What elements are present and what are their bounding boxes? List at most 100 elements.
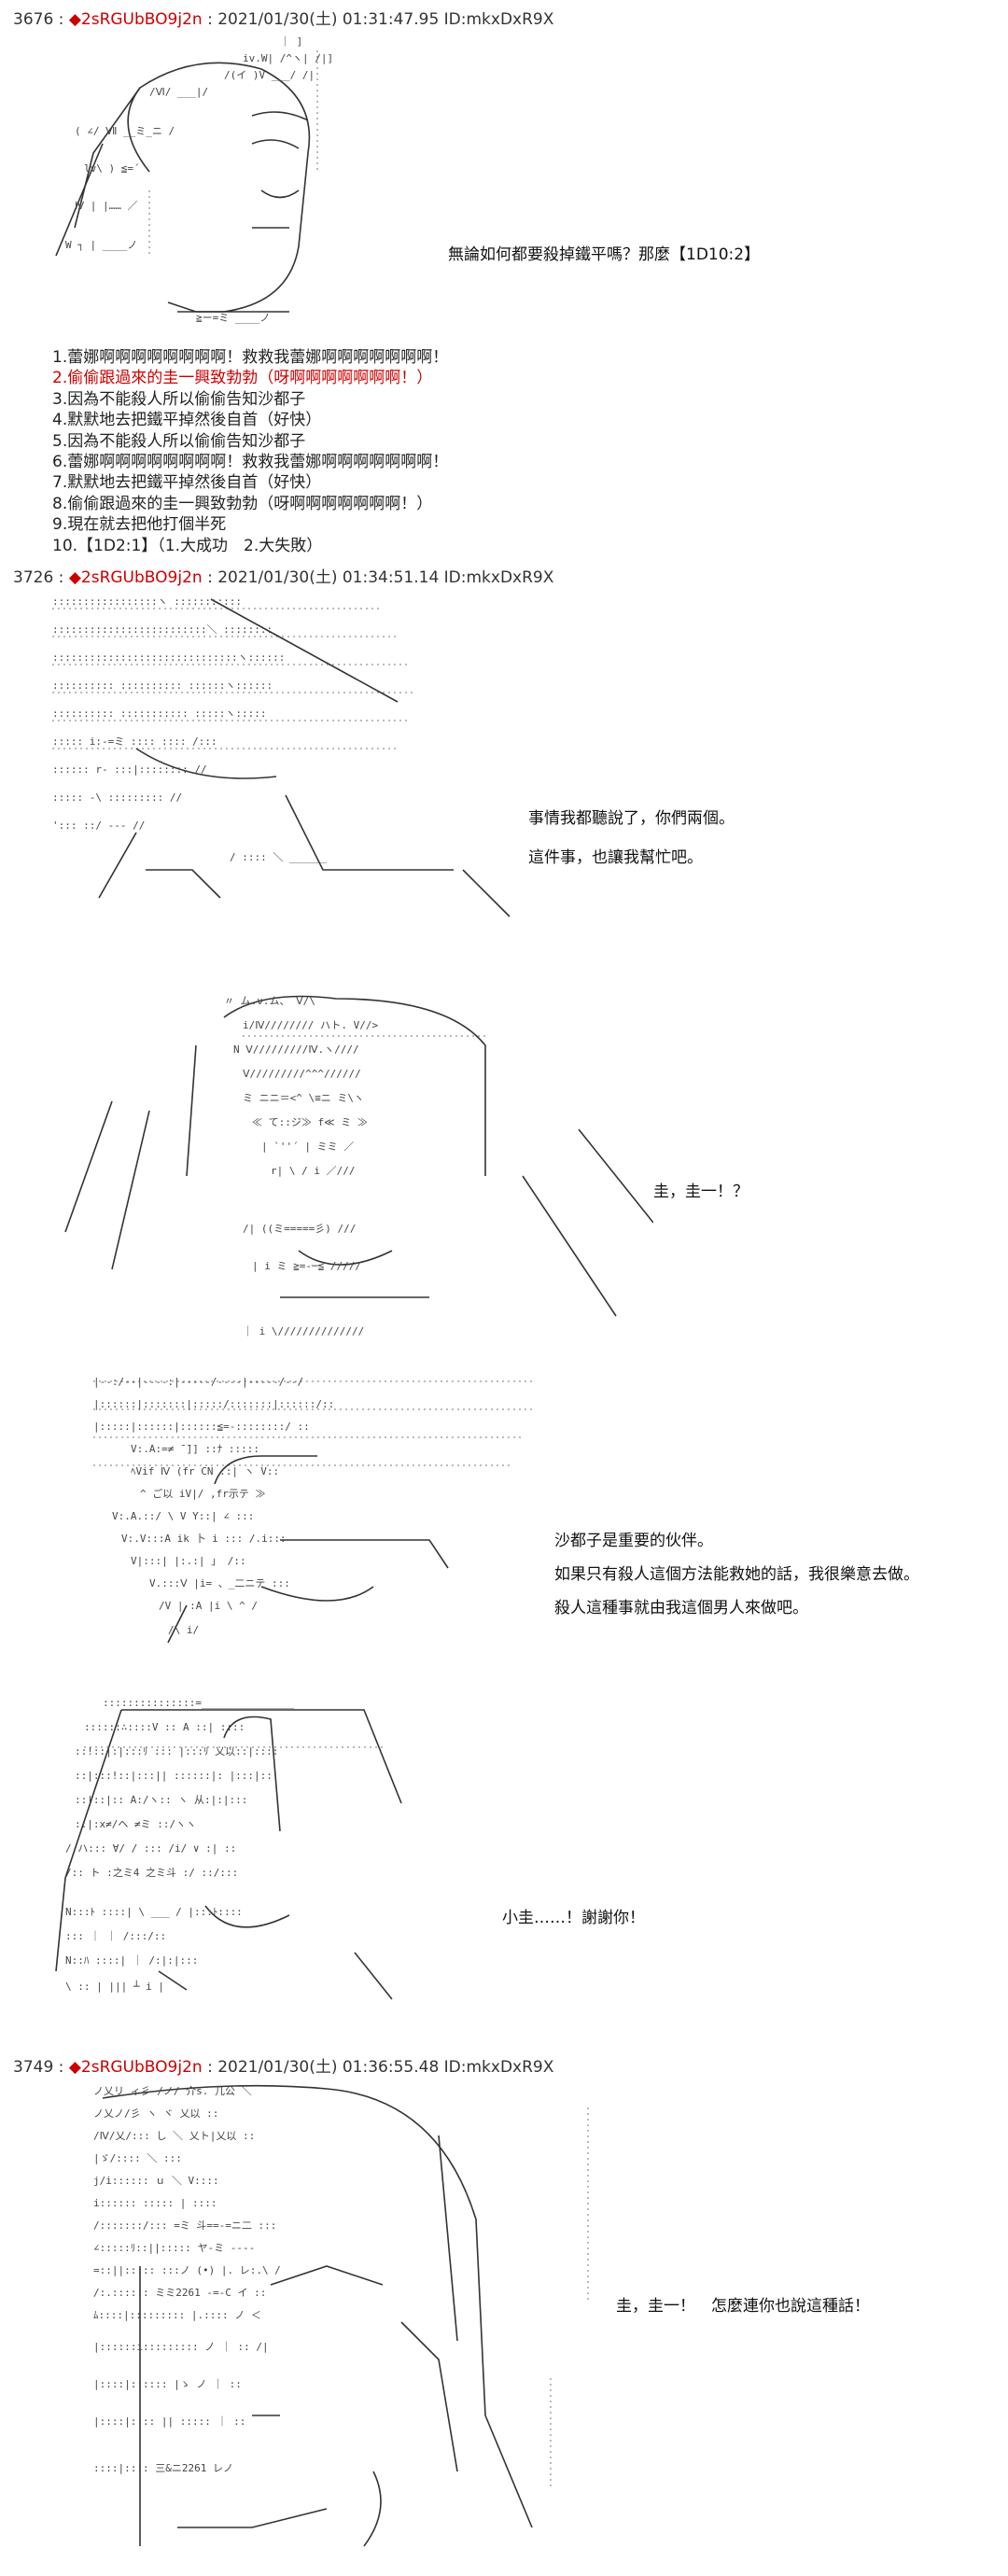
art-line: |::::|:::::: |ゝ ノ ｜ :: (93, 2378, 242, 2390)
art-line: ::::::∴::::V :: A ::| :::: (84, 1721, 245, 1733)
post-meta: 2021/01/30(土) 01:34:51.14 ID:mkxDxR9X (217, 568, 554, 587)
art-line: ::|:x≠/ヘ ≠ミ ::/ヽヽ (75, 1818, 196, 1830)
art-line: ::|::|:: A:/ヽ:: ヽ 从:|:|::: (75, 1794, 247, 1806)
art-line: ≧ー=ミ ____ノ (196, 312, 270, 324)
choice-item: 7.默默地去把鐵平掉然後自首（好快） (52, 473, 322, 493)
art-line: ::::: i:-=ミ :::: :::: /::: (52, 735, 217, 748)
art-line: /Ⅵ/ ___|/ (149, 86, 208, 98)
art-line: /:.:::::: ミミ2261 -=-C イ :: (93, 2287, 266, 2299)
art-line: ::!::|:|:::ﾘ ::: |:::ﾘ 乂以::|:::: (75, 1745, 278, 1757)
art-line: ::: ｜ ｜ /:::/:: (65, 1930, 166, 1942)
ascii-art-panel-4: :::::::::::::::=_______________ ::::::∴:… (47, 1691, 420, 2009)
art-line: i:::::: ::::: | :::: (93, 2197, 217, 2209)
dialog-text: 殺人這種事就由我這個男人來做吧。 (554, 1599, 808, 1617)
ascii-art-post-3676: ｜ ] iv.W| /^ヽ| /|] /(イ )V ___/ /| /Ⅵ/ __… (37, 32, 411, 330)
art-line: lv\ ) ≦=´ (84, 162, 140, 175)
art-line: ^ ご以 iV|/ ,fr示テ ≫ (140, 1487, 265, 1500)
dialog-text: 如果只有殺人這個方法能救她的話，我很樂意去做。 (554, 1565, 919, 1584)
art-line: Ⅳ | |…… ／ (75, 200, 138, 212)
dialog-text: 小圭……！謝謝你！ (502, 1909, 645, 1927)
art-line: V|:::| |:.:| 」 /:: (131, 1555, 246, 1567)
dialog-text: 這件事，也讓我幫忙吧。 (528, 848, 703, 867)
art-line: /:: ト :之ミ4 之ミ斗 :/ ::/::: (65, 1866, 238, 1879)
art-line: ノ乂ノ/彡 ヽ ヾ 乂以 :: (93, 2107, 218, 2120)
art-line: |::::|:::: || ::::: ｜ :: (93, 2415, 245, 2428)
art-line: /\ i/ (168, 1624, 199, 1636)
art-line: |:::::|::::::|::::::≦=-::::::::/ :: (93, 1421, 310, 1433)
choice-item: 6.蕾娜啊啊啊啊啊啊啊啊！救救我蕾娜啊啊啊啊啊啊啊！ (52, 453, 449, 472)
art-line: :::::::::::::::::::::::::＼ :::::::: (52, 623, 273, 636)
art-line: ｜ ] (280, 35, 302, 48)
art-line: | i ミ ≧=-─≦ ///// (252, 1260, 361, 1272)
art-line: ::|:::!::|:::|| ::::::|: |:::|:: (75, 1770, 273, 1782)
art-line: =::||::::: :::ノ (•) |. レ:.\ / (93, 2264, 281, 2276)
art-line: V:.A:=≠ ̄ ̄]] ::ﾅ ::::: (131, 1443, 259, 1455)
post-number: 3726 (13, 568, 54, 587)
art-line: /Ⅳ/乂/::: し ＼ 乂ト|乂以 :: (93, 2130, 255, 2142)
post-number: 3749 (13, 2058, 54, 2077)
art-line: ≪ て::ジ≫ f≪ ミ ≫ (252, 1116, 368, 1128)
art-line: ミ ニニ＝<^ \≡ニ ミ\ヽ (243, 1092, 364, 1104)
dialog-text: 沙都子是重要的伙伴。 (554, 1532, 713, 1550)
art-line: r| \ / i ／/// (271, 1165, 355, 1177)
art-line: iv.W| /^ヽ| /|] (243, 52, 333, 64)
post-meta: 2021/01/30(土) 01:31:47.95 ID:mkxDxR9X (217, 10, 554, 29)
dialog-text: 無論如何都要殺掉鐵平嗎？那麼【1D10:2】 (448, 245, 761, 264)
art-line: ( ∠/ Ⅶ __ミ_ニ / (75, 125, 175, 137)
diamond-icon: ◆ (68, 568, 81, 587)
art-line: V:.A.::/ \ V Y::| ∠ ::: (112, 1510, 254, 1522)
art-line: V.:::Ⅴ |i= 、_二ニテ ::: (149, 1577, 290, 1589)
art-line: :::::::::: ::::::::::: :::::ヽ::::: (52, 707, 267, 720)
choice-item: 5.因為不能殺人所以偷偷告知沙都子 (52, 431, 306, 451)
post-header: 3749 : ◆2sRGUbBO9j2n : 2021/01/30(土) 01:… (13, 2058, 554, 2077)
art-line: ｜ i \////////////// (243, 1325, 364, 1337)
art-line: N Ⅴ/////////Ⅳ.ヽ//// (233, 1043, 359, 1056)
art-line: / :::: ＼ ______ (230, 851, 327, 863)
art-line: \ :: | ||| ┴ i | (65, 1980, 164, 1993)
art-line: N:::ﾄ ::::| \ ___ / |:::ﾄ:::: (65, 1906, 243, 1918)
art-line: ﾑ::::|::::::::: |.:::: ノ ＜ (93, 2309, 261, 2321)
choice-item: 8.偷偷跟過來的圭一興致勃勃（呀啊啊啊啊啊啊啊！） (52, 494, 433, 513)
art-line: |ゞ/:::: ＼ ::: (93, 2152, 182, 2164)
choice-item-selected: 2.偷偷跟過來的圭一興致勃勃（呀啊啊啊啊啊啊啊！） (52, 369, 433, 388)
art-line: '::: ::/ --- // (52, 819, 145, 832)
dialog-text: 圭，圭一！？ (653, 1183, 749, 1201)
post-trip[interactable]: 2sRGUbBO9j2n (80, 10, 203, 29)
post-number: 3676 (13, 10, 54, 29)
art-line: /| ((ミ=====彡) /// (243, 1223, 356, 1235)
post-trip[interactable]: 2sRGUbBO9j2n (80, 568, 203, 587)
diamond-icon: ◆ (68, 10, 81, 29)
ascii-art-post-3749: ノ乂リ ィ彡 /ノ/ 介s. 几公 ＼ ノ乂ノ/彡 ヽ ヾ 乂以 :: /Ⅳ/乂… (84, 2079, 607, 2565)
art-line: i/Ⅳ//////// ハト. V//> (243, 1019, 378, 1031)
dialog-text: 圭，圭一！ 怎麼連你也說這種話！ (616, 2297, 870, 2316)
art-line: | `''´ | ミミ ／ (261, 1141, 354, 1153)
post-trip[interactable]: 2sRGUbBO9j2n (80, 2058, 203, 2077)
choice-item: 1.蕾娜啊啊啊啊啊啊啊啊！救救我蕾娜啊啊啊啊啊啊啊！ (52, 348, 449, 367)
ascii-art-panel-1: :::::::::::::::::ヽ ::::::::::: :::::::::… (43, 590, 528, 926)
choice-item: 4.默默地去把鐵平掉然後自首（好快） (52, 411, 322, 430)
art-line: 〃 ム.ν.ム、 Ⅴ/\ (224, 995, 315, 1007)
art-line: /(イ )V ___/ /| (224, 69, 315, 81)
art-line: W ┐ | ____ノ (65, 239, 137, 251)
art-line: j/i:::::: ｕ ＼ V:::: (93, 2175, 219, 2187)
dialog-text: 事情我都聽說了，你們兩個。 (528, 809, 735, 828)
art-line: |::::::|:::::::|:::::/:::::::|::::::/:: (93, 1398, 334, 1410)
art-line: N::ﾊ ::::| ｜ /:|:|::: (65, 1954, 198, 1967)
art-line: /V | :A |i \ ^ / (159, 1600, 258, 1612)
art-line: ::::::::::::::::::::::::::::::ヽ:::::: (52, 651, 285, 664)
art-line: ノ乂リ ィ彡 /ノ/ 介s. 几公 ＼ (93, 2085, 252, 2097)
art-line: ∠:::::ﾘ::||::::: ヤ-ミ ---- (93, 2242, 255, 2254)
art-line: :::::::::::::::=_______________ (103, 1697, 295, 1709)
art-line: / ハ::: ∀/ / ::: /i/ ∨ :| :: (65, 1842, 236, 1855)
art-line: :::::::::: :::::::::: ::::::ヽ:::::: (52, 679, 273, 692)
art-line: |--:/--|----:|-----/----|-----/--/ (93, 1376, 303, 1388)
art-line: :::::::::::::::::ヽ ::::::::::: (52, 595, 242, 608)
choice-item: 3.因為不能殺人所以偷偷告知沙都子 (52, 389, 306, 409)
ascii-art-panel-3: |--:/--|----:|-----/----|-----/--/ |::::… (93, 1372, 541, 1652)
art-line: ::::: -\ ::::::::: // (52, 791, 182, 804)
art-line: /:::::::/::: =ミ 斗==-=ニ二 ::: (93, 2219, 276, 2232)
art-line: ::::|:::: 三&ニ2261 レノ (93, 2462, 233, 2474)
art-line: :::::: r- :::|:::::::: // (52, 763, 207, 776)
post-header: 3726 : ◆2sRGUbBO9j2n : 2021/01/30(土) 01:… (13, 568, 554, 587)
art-line: |::::::i::::::::: ノ ｜ :: /| (93, 2341, 269, 2353)
